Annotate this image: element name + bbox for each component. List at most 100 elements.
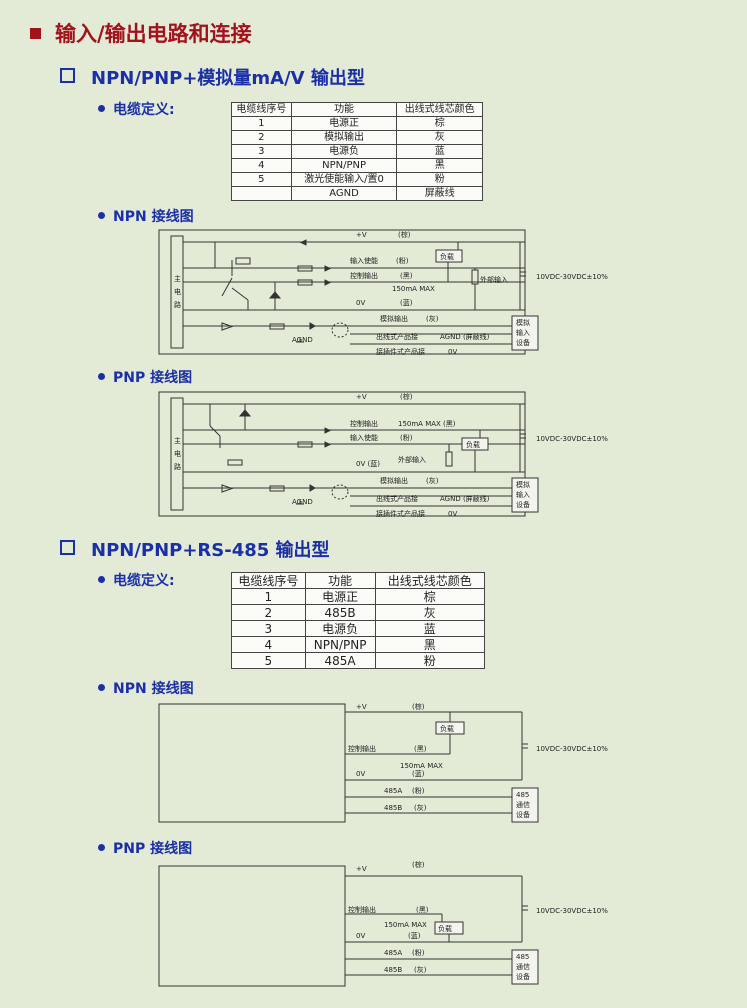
wire-color-label: (粉) [396, 256, 409, 265]
analog-output-label: 模拟输出 [380, 314, 408, 323]
table-header-cell: 电缆线序号 [231, 572, 306, 589]
pnp-wiring-diagram-analog: 主 电 路 +V (棕) 控制输出 150mA MAX (黑) 输入使能 (粉)… [158, 391, 608, 518]
control-output-label: 控制输出 [350, 271, 378, 280]
table-cell: 粉 [396, 172, 483, 187]
table-cell: 灰 [374, 604, 486, 621]
main-circuit-char: 电 [174, 449, 181, 458]
main-circuit-char: 主 [174, 436, 181, 445]
agnd-label: AGND [292, 336, 313, 344]
analog-input-device-box [511, 315, 539, 351]
rs485a-label: 485A [384, 787, 402, 795]
outlet-product-label: 出线式产品接 [376, 332, 418, 341]
wire-color-label: (黑) [414, 745, 427, 753]
device-label: 模拟 [516, 318, 530, 327]
table-cell: 1 [231, 116, 292, 131]
wire-color-label: (棕) [400, 392, 413, 401]
connector-voltage-label: 0V [448, 348, 457, 356]
checkbox-square-icon [60, 68, 75, 83]
table-cell: 4 [231, 158, 292, 173]
rs485a-label: 485A [384, 949, 402, 957]
load-label: 负载 [466, 440, 480, 449]
table-header-cell: 出线式线芯颜色 [396, 102, 483, 117]
table-header-cell: 出线式线芯颜色 [374, 572, 486, 589]
table-cell: 蓝 [396, 144, 483, 159]
zero-volt-label: 0V [356, 932, 365, 940]
table-cell: NPN/PNP [304, 636, 376, 653]
main-circuit-block [170, 235, 184, 349]
bullet-dot-icon [98, 684, 105, 691]
device-label: 设备 [516, 500, 530, 509]
table-cell: 2 [231, 130, 292, 145]
table-cell: 1 [231, 588, 306, 605]
bullet-dot-icon [98, 844, 105, 851]
npn-wiring-diagram-rs485: +V (棕) 负载 控制输出 (黑) 10VDC-30VDC±10% 150mA… [158, 702, 608, 823]
table-cell: 粉 [374, 652, 486, 669]
table-header-cell: 功能 [304, 572, 376, 589]
rs485-device-box [511, 949, 539, 985]
device-label: 模拟 [516, 480, 530, 489]
npn-wiring-diagram-analog: 主 电 路 +V (棕) 输入使能 (粉) 负载 控制输出 (黑) 外部输入 1… [158, 229, 608, 356]
agnd-shield-label: AGND (屏蔽线) [440, 494, 490, 503]
pnp-diagram-title: PNP 接线图 [98, 838, 192, 858]
external-input-label: 外部输入 [480, 275, 508, 284]
table-cell: 5 [231, 172, 292, 187]
table-header-row: 电缆线序号 功能 出线式线芯颜色 [231, 572, 486, 589]
device-label: 设备 [516, 810, 530, 819]
zero-volt-label: 0V [356, 299, 365, 307]
device-label: 输入 [516, 490, 530, 499]
table-cell: 电源正 [304, 588, 376, 605]
table-cell: 2 [231, 604, 306, 621]
table-cell: 黑 [396, 158, 483, 173]
max-current-label: 150mA MAX [392, 285, 435, 293]
wire-color-label: (蓝) [408, 931, 421, 940]
wire-color-label: (黑) [400, 272, 413, 280]
external-input-label: 外部输入 [398, 455, 426, 464]
table-cell: 485A [304, 652, 376, 669]
table-cell: 485B [304, 604, 376, 621]
square-bullet-icon [30, 28, 41, 39]
section-heading-rs485: NPN/PNP+RS-485 输出型 [60, 536, 330, 562]
table-cell: 蓝 [374, 620, 486, 637]
table-cell: 激光使能输入/置0 [290, 172, 398, 187]
wire-color-label: (粉) [412, 786, 425, 795]
rs485-device-box [511, 787, 539, 823]
page-title: 输入/输出电路和连接 [30, 18, 252, 48]
analog-input-device-box [511, 477, 539, 513]
device-label: 通信 [516, 962, 530, 971]
table-cell: 棕 [374, 588, 486, 605]
vplus-label: +V [356, 865, 367, 873]
load-box [435, 721, 465, 735]
connector-voltage-label: 0V [448, 510, 457, 518]
table-cell: 棕 [396, 116, 483, 131]
checkbox-square-icon [60, 540, 75, 555]
sensor-outline [158, 229, 526, 355]
zero-volt-label: 0V (蓝) [356, 459, 380, 468]
device-label: 设备 [516, 972, 530, 981]
analog-output-label: 模拟输出 [380, 476, 408, 485]
wire-color-label: (粉) [412, 948, 425, 957]
outlet-product-label: 出线式产品接 [376, 494, 418, 503]
table-cell: 电源正 [290, 116, 398, 131]
control-output-label: 控制输出 [348, 744, 376, 753]
npn-diagram-title: NPN 接线图 [98, 678, 194, 698]
rs485b-label: 485B [384, 966, 402, 974]
wire-color-label: (灰) [426, 476, 439, 485]
main-circuit-char: 路 [174, 300, 181, 309]
pnp-diagram-title: PNP 接线图 [98, 367, 192, 387]
table-header-cell: 功能 [290, 102, 398, 117]
wire-color-label: (棕) [412, 702, 425, 711]
load-label: 负载 [440, 252, 454, 261]
main-circuit-char: 主 [174, 274, 181, 283]
control-output-label: 控制输出 [350, 419, 378, 428]
bullet-dot-icon [98, 105, 105, 112]
vplus-label: +V [356, 703, 367, 711]
max-current-label: 150mA MAX [400, 762, 443, 770]
